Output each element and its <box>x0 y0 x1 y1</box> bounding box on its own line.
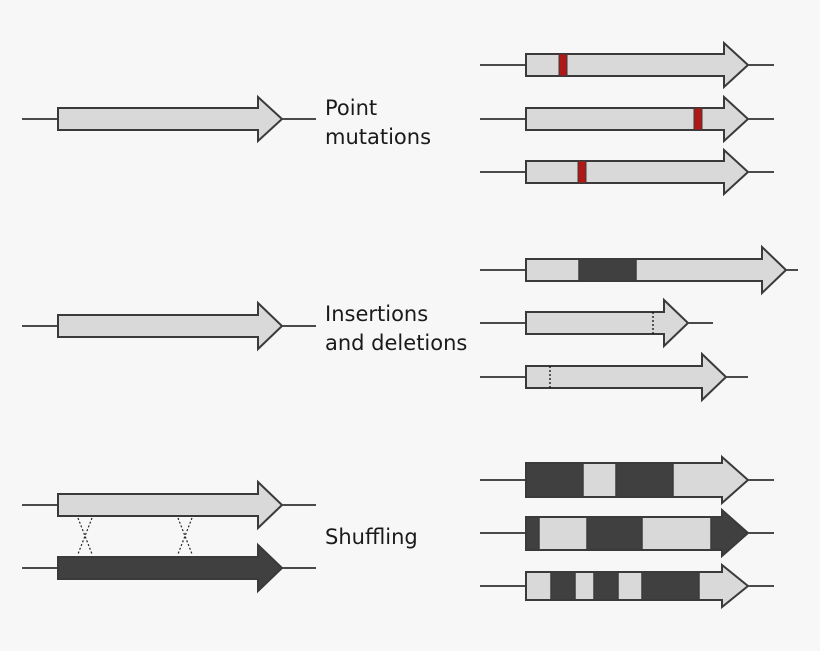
gene-outline <box>525 507 750 559</box>
point-label-line-1: Point <box>325 96 378 120</box>
gene-arrow <box>57 542 284 594</box>
gene-arrow <box>57 300 284 352</box>
gene-arrow <box>525 147 750 197</box>
source-gene-indel <box>22 300 316 352</box>
crossover-marks <box>77 517 193 555</box>
shuffled-segments <box>526 457 674 503</box>
gene-arrow <box>525 244 788 296</box>
point-mutation-mark <box>558 53 568 77</box>
gene-arrow <box>525 297 690 349</box>
gene-arrow <box>525 94 750 144</box>
parent-gene-light <box>22 479 316 531</box>
deletion-variant-2 <box>480 351 748 403</box>
crossover-line <box>177 517 193 555</box>
dark-segment <box>642 565 699 607</box>
shuffling-section <box>22 454 774 610</box>
dark-segment <box>616 457 673 503</box>
inserted-segment <box>578 258 637 282</box>
gene-arrow <box>57 94 284 144</box>
insertions-deletions-label: Insertions and deletions <box>325 300 467 358</box>
dark-segment <box>526 457 583 503</box>
gene-outline <box>525 454 750 506</box>
insertion-variant <box>480 244 798 296</box>
point-mutations-section <box>22 40 774 197</box>
shuffled-variant-1 <box>480 454 774 506</box>
parent-gene-dark <box>22 542 316 594</box>
indel-label-line-2: and deletions <box>325 331 468 355</box>
point-label-line-2: mutations <box>325 125 432 149</box>
deletion-variant-1 <box>480 297 713 349</box>
indel-section <box>22 244 798 403</box>
shuffling-label-text: Shuffling <box>325 525 418 549</box>
indel-label-line-1: Insertions <box>325 302 429 326</box>
gene-outline <box>525 562 750 610</box>
shuffling-label: Shuffling <box>325 523 418 552</box>
crossover-line <box>77 517 93 555</box>
crossover-line <box>177 517 193 555</box>
shuffled-variant-3 <box>480 562 774 610</box>
dark-segment <box>551 565 575 607</box>
dark-segment <box>594 565 618 607</box>
dark-segment <box>526 510 539 556</box>
point-variant-2 <box>480 94 774 144</box>
source-gene-point <box>22 94 316 144</box>
crossover-line <box>77 517 93 555</box>
gene-arrow <box>525 351 728 403</box>
gene-arrow <box>57 479 284 531</box>
point-mutation-mark <box>577 160 587 184</box>
point-variant-3 <box>480 147 774 197</box>
point-mutation-mark <box>693 107 703 131</box>
point-mutations-label: Point mutations <box>325 94 431 152</box>
point-variant-1 <box>480 40 774 90</box>
shuffled-variant-2 <box>480 507 774 559</box>
